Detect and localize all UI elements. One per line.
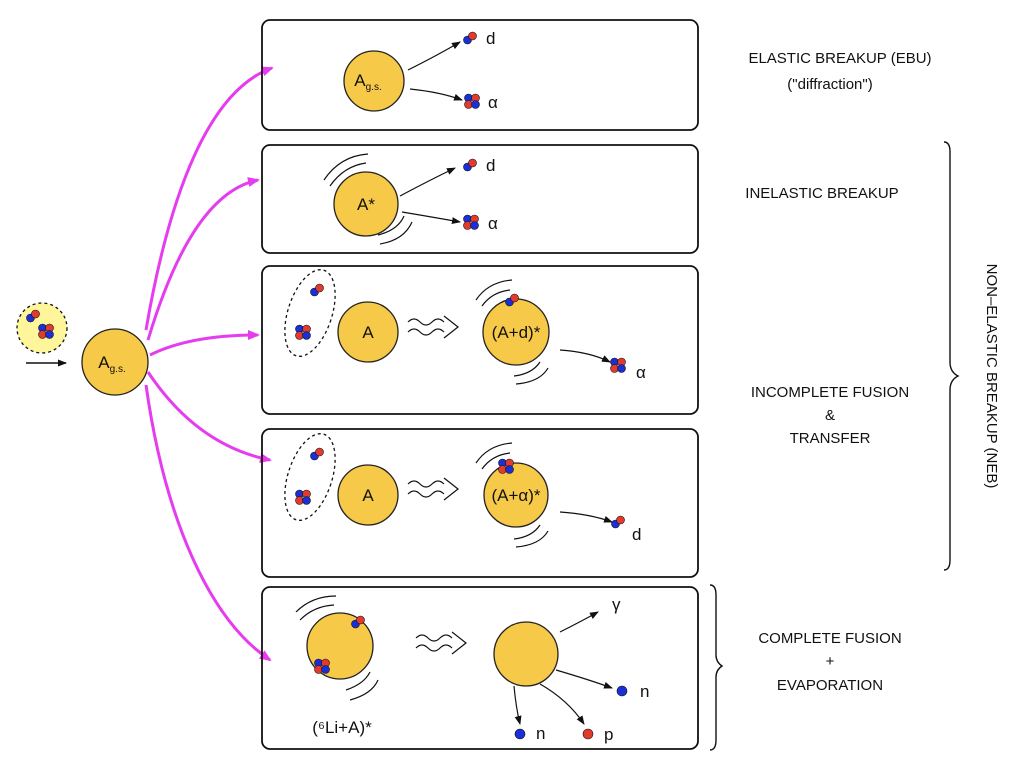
panel-inelastic (261, 144, 699, 254)
cf-neutron1-label: n (640, 682, 649, 701)
cf-neutron2-label: n (536, 724, 545, 743)
target-subscript: g.s. (110, 364, 126, 375)
icf-d-content: A (A+d)* α (284, 269, 646, 385)
arrow-to-icf-alpha (146, 371, 272, 463)
ebu-frag2-label: α (488, 93, 498, 112)
icf-alpha-compound-label: (A+α)* (491, 486, 540, 505)
cf-title-line1: COMPLETE FUSION (758, 630, 901, 647)
icf-title-line3: TRANSFER (790, 430, 871, 447)
cf-compound-label: (⁶Li+A)* (312, 718, 372, 737)
icf-title-line1: INCOMPLETE FUSION (751, 384, 909, 401)
channel-arrows (144, 66, 274, 662)
neb-brace (943, 141, 960, 571)
ebu-deuteron (463, 31, 477, 45)
panel-ebu (261, 19, 699, 131)
inelastic-title: INELASTIC BREAKUP (745, 185, 898, 202)
icf-title-line2: & (825, 407, 835, 424)
cf-gamma-label: γ (612, 595, 621, 614)
cf-title-line2: + (826, 653, 835, 670)
cf-proton-label: p (604, 725, 613, 744)
panel-cf (261, 586, 699, 750)
ebu-nucleus-subscript: g.s. (366, 82, 382, 93)
ebu-subtitle: ("diffraction") (787, 76, 872, 93)
arrow-to-ebu (144, 66, 274, 331)
icf-alpha-ejectile-label: d (632, 525, 641, 544)
ebu-nucleus (343, 50, 405, 112)
ebu-title: ELASTIC BREAKUP (EBU) (748, 50, 931, 67)
icf-alpha-target-label: A (362, 486, 374, 505)
ebu-content: Ag.s. d α (343, 29, 498, 112)
inelastic-content: A* d α (323, 153, 498, 245)
icf-d-target-label: A (362, 323, 374, 342)
inelastic-frag1-label: d (486, 156, 495, 175)
cf-content: (⁶Li+A)* γ n n p (295, 595, 649, 744)
svg-text:Ag.s.: Ag.s. (98, 353, 125, 375)
ebu-nucleus-label: A (354, 71, 366, 90)
panel-icf-d (261, 265, 699, 415)
icf-d-ejectile-label: α (636, 363, 646, 382)
target-nucleus: Ag.s. (81, 328, 149, 396)
cf-title-line3: EVAPORATION (777, 677, 883, 694)
target-label: A (98, 353, 110, 372)
excited-nucleus (333, 171, 399, 237)
inelastic-alpha (463, 214, 479, 230)
projectile-6li (16, 302, 68, 354)
inelastic-deuteron (463, 158, 477, 172)
inelastic-nucleus-label: A* (357, 195, 375, 214)
svg-text:Ag.s.: Ag.s. (354, 71, 381, 93)
panel-icf-alpha (261, 428, 699, 578)
cf-brace (709, 584, 724, 751)
icf-alpha-content: A (A+α)* d (284, 433, 641, 548)
icf-d-compound-label: (A+d)* (492, 323, 541, 342)
ebu-frag1-label: d (486, 29, 495, 48)
neb-label: NON–ELASTIC BREAKUP (NEB) (983, 264, 1000, 489)
inelastic-frag2-label: α (488, 214, 498, 233)
arrow-to-inelastic (146, 177, 260, 341)
ebu-alpha (464, 93, 480, 109)
arrow-to-cf (144, 384, 272, 662)
arrow-to-icf-d (149, 330, 260, 357)
